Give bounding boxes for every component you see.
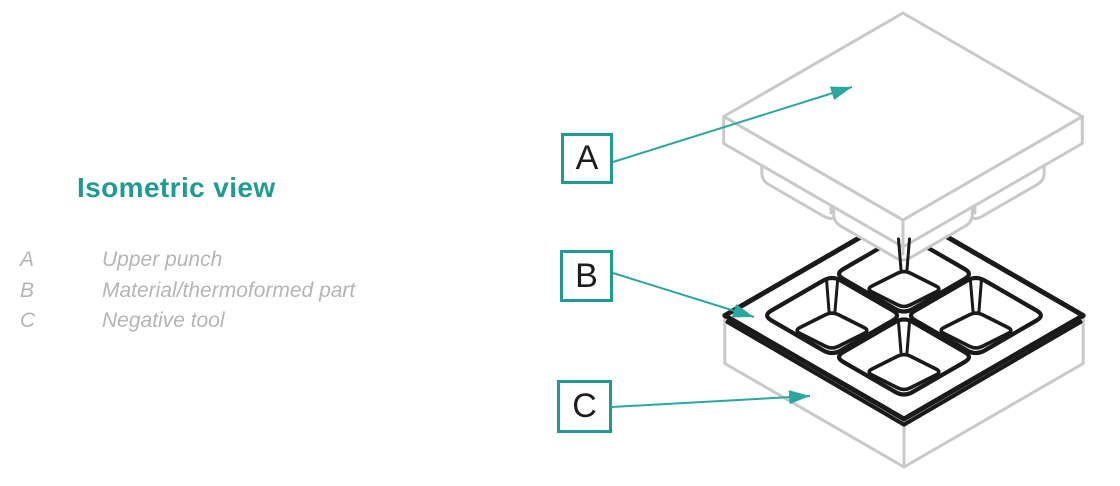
cavity-east-floor (939, 311, 1013, 350)
upper-punch-drawing (722, 11, 1084, 262)
leader-lines (611, 86, 853, 408)
cavity-back-draft-lines (897, 237, 911, 271)
callout-letter-b: B (575, 256, 598, 295)
sheet-thickness-edge (725, 320, 1083, 427)
page-title: Isometric view (77, 172, 276, 203)
legend-label: Negative tool (102, 309, 225, 332)
cavity-west-floor (795, 311, 869, 350)
cavity-back-floor (867, 269, 941, 309)
cavity-west-draft-lines (825, 279, 840, 313)
cavity-south-draft-lines (897, 320, 911, 354)
callout-box-a: A (561, 133, 613, 184)
legend-label: Material/thermoformed part (102, 278, 356, 302)
cavity-south-floor (867, 352, 941, 392)
plate-top-face (722, 11, 1084, 222)
thermoformed-part-drawing (722, 209, 1086, 427)
leader-line-a (612, 86, 853, 163)
legend-key: C (20, 309, 36, 332)
legend-item-material: B Material/thermoformed part (0, 279, 480, 309)
sheet-outline (722, 209, 1086, 422)
legend-label: Upper punch (102, 248, 223, 271)
cavity-east-draft-lines (968, 279, 983, 313)
callout-box-c: C (557, 380, 612, 433)
legend-key: A (20, 248, 35, 271)
leader-line-c (611, 390, 811, 408)
legend-item-negative-tool: C Negative tool (0, 309, 480, 339)
callout-letter-c: C (572, 387, 597, 425)
callout-letter-a: A (575, 139, 599, 177)
callout-box-b: B (560, 250, 613, 302)
legend-key: B (20, 278, 35, 302)
legend-item-upper-punch: A Upper punch (0, 248, 480, 278)
leader-line-b (612, 272, 755, 318)
